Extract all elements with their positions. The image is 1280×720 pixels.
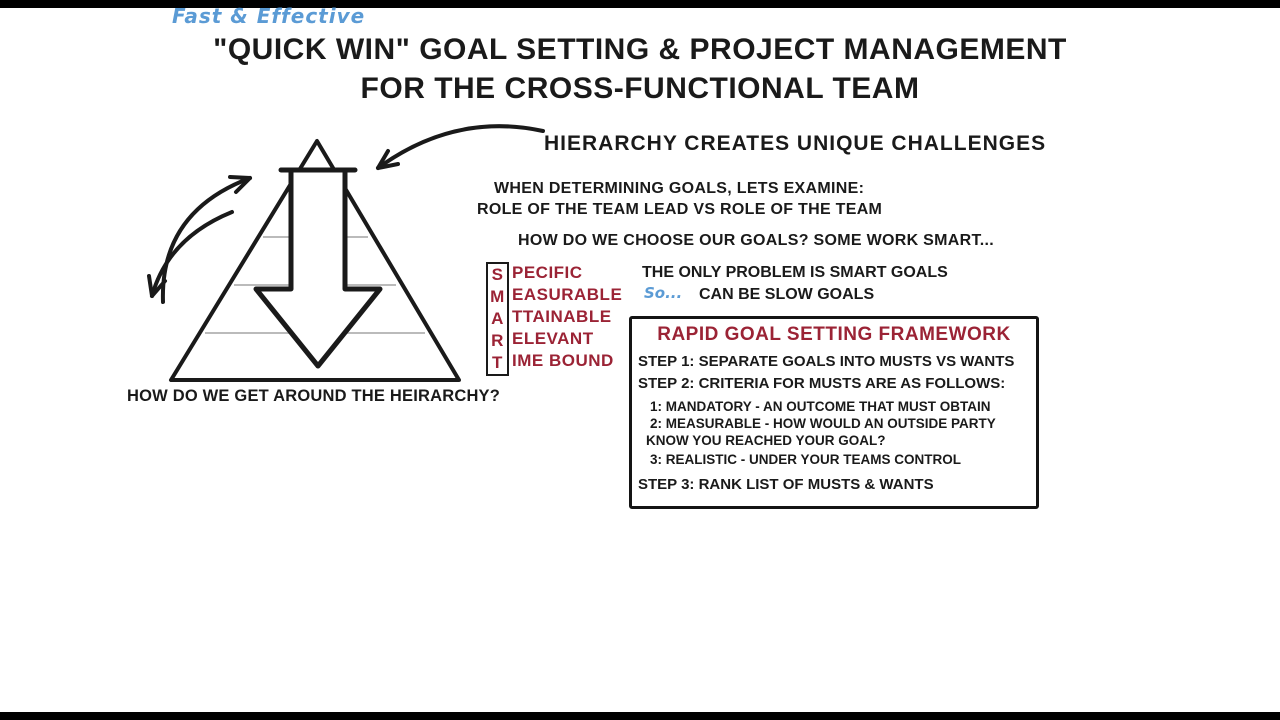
framework-step-2: STEP 2: CRITERIA FOR MUSTS ARE AS FOLLOW… bbox=[638, 375, 1006, 392]
down-arrow bbox=[253, 167, 383, 369]
rapid-framework-box: RAPID GOAL SETTING FRAMEWORK STEP 1: SEP… bbox=[629, 316, 1039, 509]
framework-criterion-2: 2: MEASURABLE - HOW WOULD AN OUTSIDE PAR… bbox=[650, 416, 996, 431]
framework-title: RAPID GOAL SETTING FRAMEWORK bbox=[657, 324, 1011, 345]
letterbox-bottom-bar bbox=[0, 712, 1280, 720]
pointer-arrow bbox=[376, 124, 545, 170]
smart-letter: S bbox=[491, 265, 504, 284]
letterbox-top-bar bbox=[0, 0, 1280, 8]
smart-problem-line1: THE ONLY PROBLEM IS SMART GOALS bbox=[642, 264, 948, 281]
page-title-line2: FOR THE CROSS-FUNCTIONAL TEAM bbox=[360, 72, 920, 105]
smart-word: EASURABLE bbox=[512, 285, 623, 304]
hierarchy-question: HOW DO WE GET AROUND THE HEIRARCHY? bbox=[127, 387, 501, 405]
page-title-line1: "QUICK WIN" GOAL SETTING & PROJECT MANAG… bbox=[213, 33, 1067, 66]
examine-line1: WHEN DETERMINING GOALS, LETS EXAMINE: bbox=[494, 180, 865, 197]
smart-word: IME BOUND bbox=[512, 351, 614, 370]
smart-word: PECIFIC bbox=[512, 263, 583, 282]
smart-letter: A bbox=[491, 309, 504, 328]
smart-acronym-bracket: S M A R T bbox=[486, 262, 509, 376]
smart-word: ELEVANT bbox=[512, 329, 594, 348]
framework-criterion-1: 1: MANDATORY - AN OUTCOME THAT MUST OBTA… bbox=[650, 399, 991, 414]
handwritten-note-fast-effective: Fast & Effective bbox=[172, 4, 366, 28]
smart-letter: M bbox=[490, 287, 505, 306]
framework-step-3: STEP 3: RANK LIST OF MUSTS & WANTS bbox=[638, 476, 934, 493]
smart-acronym: S M A R T PECIFIC EASURABLE TTAINABLE EL… bbox=[486, 262, 622, 376]
smart-acronym-words: PECIFIC EASURABLE TTAINABLE ELEVANT IME … bbox=[509, 262, 622, 376]
cycle-up-arrows bbox=[147, 175, 252, 304]
smart-word: TTAINABLE bbox=[512, 307, 612, 326]
hierarchy-triangle bbox=[169, 139, 461, 382]
hierarchy-heading: HIERARCHY CREATES UNIQUE CHALLENGES bbox=[544, 132, 1047, 155]
smart-letter: R bbox=[491, 331, 504, 350]
framework-criterion-3: 3: REALISTIC - UNDER YOUR TEAMS CONTROL bbox=[650, 452, 962, 467]
framework-criterion-2-cont: KNOW YOU REACHED YOUR GOAL? bbox=[646, 433, 886, 448]
handwritten-note-so: So... bbox=[644, 284, 683, 302]
framework-step-1: STEP 1: SEPARATE GOALS INTO MUSTS VS WAN… bbox=[638, 353, 1015, 370]
smart-letter: T bbox=[492, 353, 503, 372]
smart-intro-line: HOW DO WE CHOOSE OUR GOALS? SOME WORK SM… bbox=[518, 232, 995, 249]
smart-problem-line2: CAN BE SLOW GOALS bbox=[699, 286, 875, 303]
examine-line2: ROLE OF THE TEAM LEAD VS ROLE OF THE TEA… bbox=[477, 201, 883, 218]
